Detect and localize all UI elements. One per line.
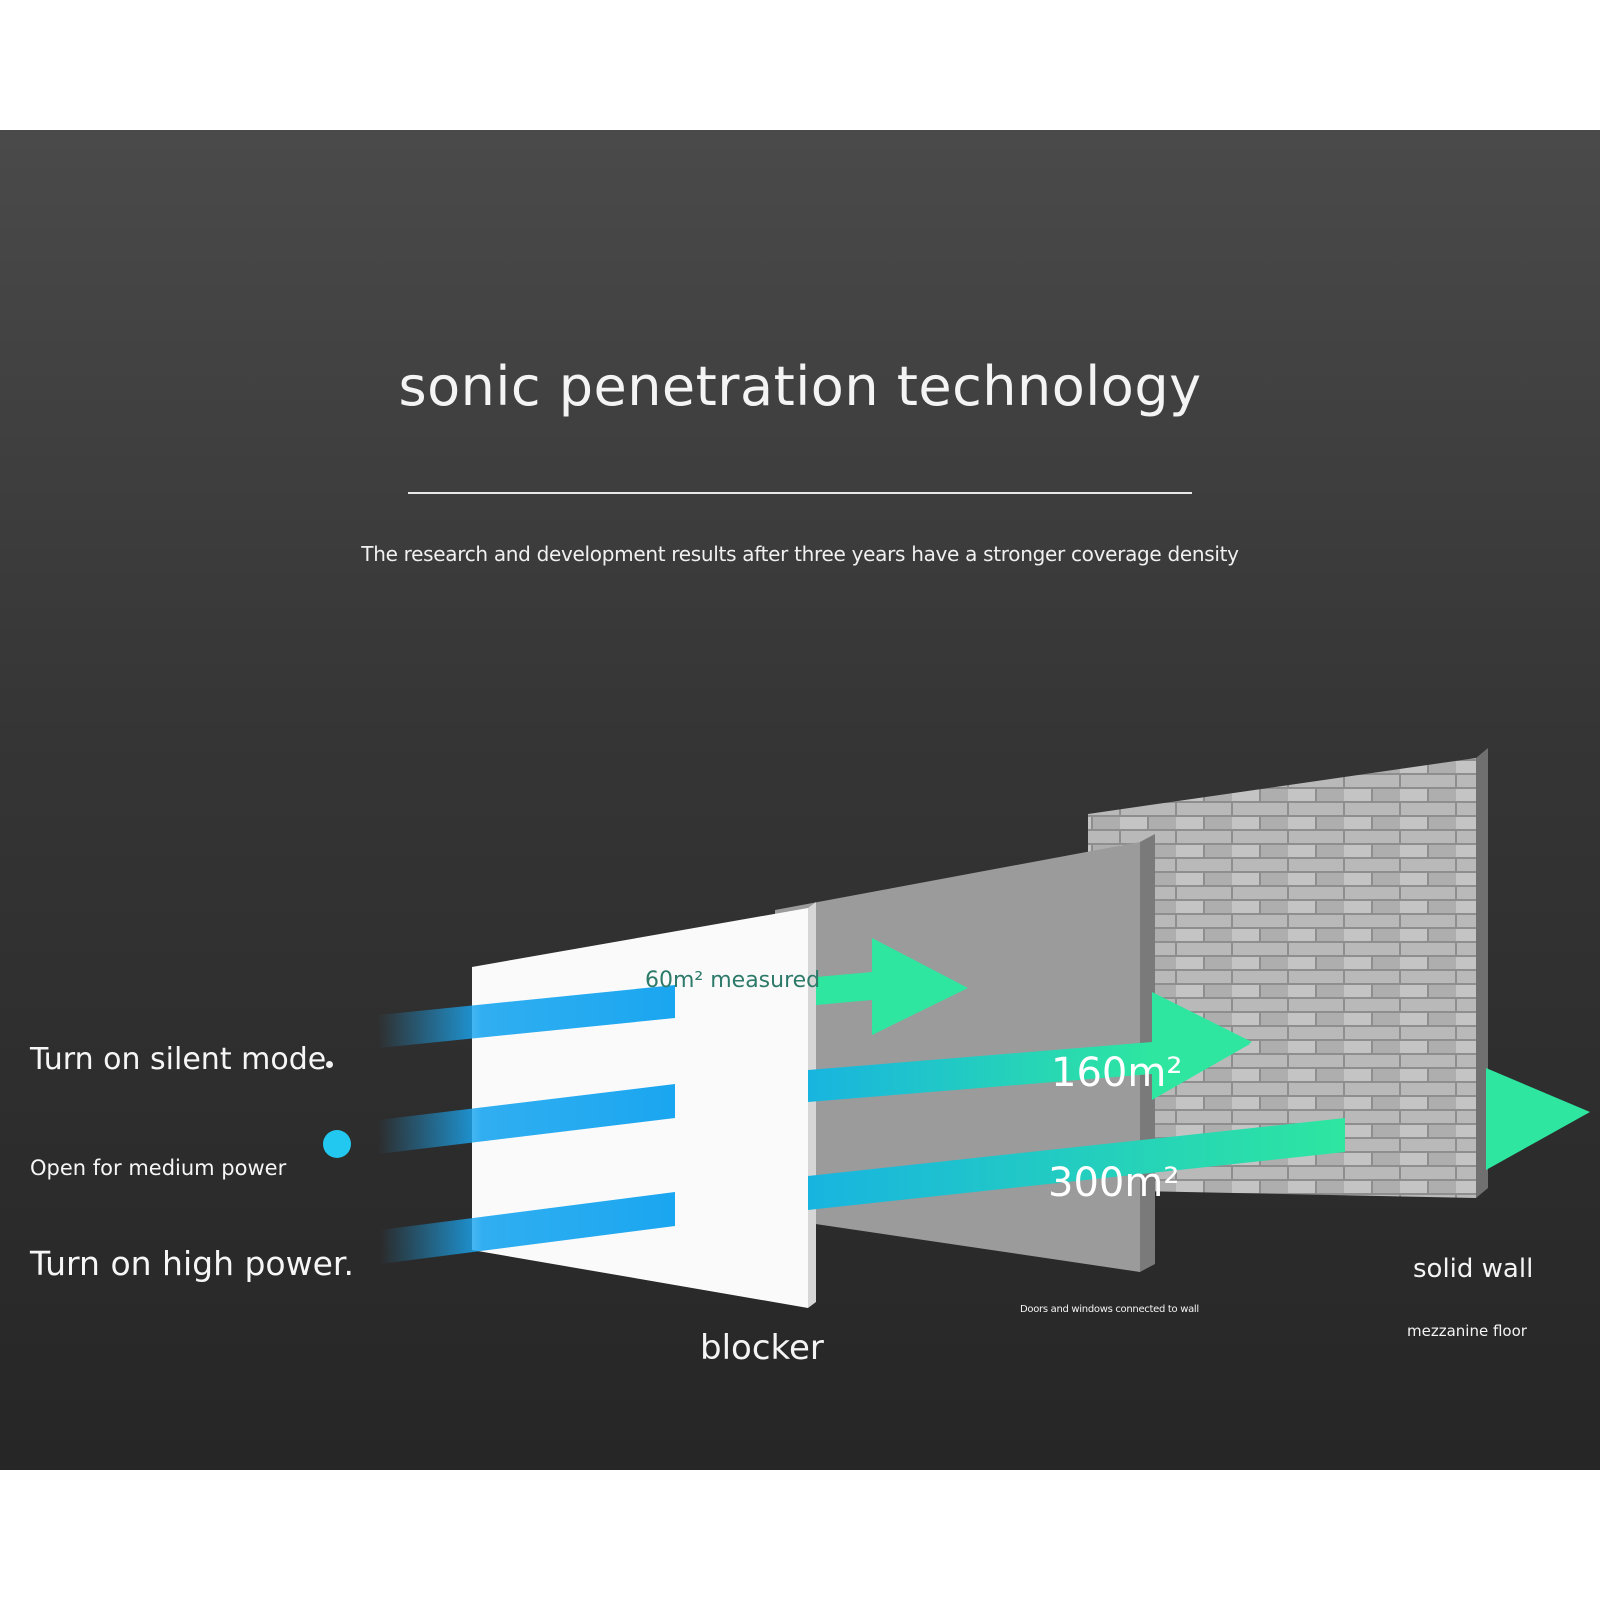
beam-160 xyxy=(808,1042,1152,1102)
mode-high-label: Turn on high power. xyxy=(30,1244,354,1283)
arrow-300-green xyxy=(1486,1068,1590,1170)
page-subtitle: The research and development results aft… xyxy=(361,542,1239,566)
mode-medium-label: Open for medium power xyxy=(30,1156,287,1180)
mezzanine-floor-label: mezzanine floor xyxy=(1407,1322,1527,1340)
page-title: sonic penetration technology xyxy=(398,355,1202,418)
medium-dot-icon xyxy=(323,1130,351,1158)
beam-300 xyxy=(808,1118,1345,1210)
doors-windows-label: Doors and windows connected to wall xyxy=(1020,1304,1199,1315)
arrow-60-green xyxy=(805,938,968,1035)
penetration-diagram xyxy=(378,748,1590,1308)
title-divider xyxy=(408,492,1192,494)
coverage-60-label: 60m² measured xyxy=(645,968,821,993)
beam-high xyxy=(380,1192,675,1264)
silent-dot-icon xyxy=(326,1061,333,1068)
info-panel: sonic penetration technology The researc… xyxy=(0,130,1600,1470)
mode-silent-label: Turn on silent mode xyxy=(30,1042,327,1077)
beam-silent xyxy=(378,985,675,1048)
solid-wall-label: solid wall xyxy=(1413,1254,1534,1284)
blocker-label: blocker xyxy=(700,1328,824,1368)
arrow-160-green xyxy=(1152,992,1252,1100)
coverage-160-label: 160m² xyxy=(1051,1050,1183,1096)
solid-wall xyxy=(1088,748,1488,1198)
beam-medium xyxy=(378,1084,675,1154)
coverage-300-label: 300m² xyxy=(1048,1160,1180,1206)
